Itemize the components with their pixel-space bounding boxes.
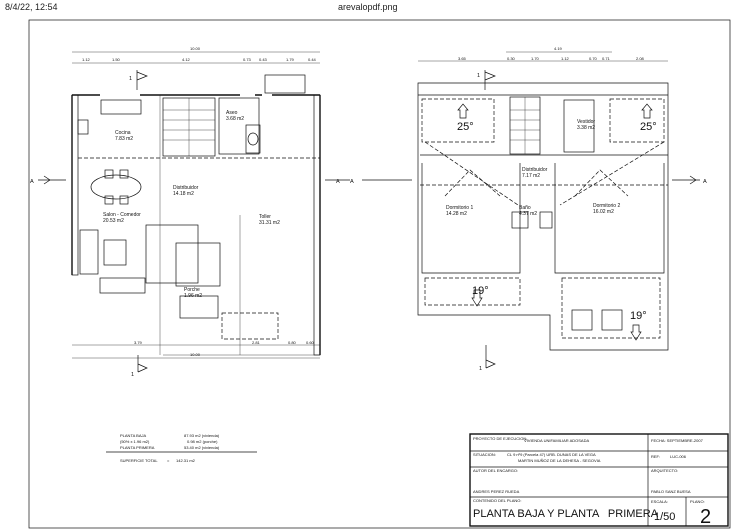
- dim-top-total: 10.00: [190, 46, 201, 51]
- room-name: Baño: [519, 205, 531, 211]
- roof-slope: 19°: [472, 285, 489, 297]
- dim: 2.81: [252, 340, 261, 345]
- dim-top-total: 4.19: [554, 46, 563, 51]
- section-mark: 1: [129, 76, 132, 82]
- room-area: 7.17 m2: [522, 173, 540, 179]
- dim-bottom-total: 10.00: [190, 352, 201, 357]
- room-name: Toller: [259, 214, 271, 220]
- dining-table: [90, 174, 142, 200]
- dim: 1.79: [286, 57, 295, 62]
- room-name: Distribuidor: [522, 167, 548, 173]
- roof-slope: 25°: [457, 121, 474, 133]
- situation-label: SITUACION:: [473, 452, 496, 457]
- area-value: 87.93 m2 (vivienda): [184, 433, 220, 438]
- total-label: SUPERFICIE TOTAL: [120, 458, 158, 463]
- dim: 0.44: [308, 57, 317, 62]
- area-label: PLANTA BAJA: [120, 433, 146, 438]
- roof-slope: 19°: [630, 310, 647, 322]
- room-name: Cocina: [115, 130, 131, 136]
- dim: 0.30: [507, 56, 516, 61]
- section-mark: A: [350, 179, 354, 185]
- area-label: PLANTA PRIMERA: [120, 445, 155, 450]
- area-value: 0.98 m2 (porche): [187, 439, 218, 444]
- scale-value: 1/50: [654, 511, 675, 523]
- room-area: 1.96 m2: [184, 293, 202, 299]
- architect-label: ARQUITECTO:: [651, 468, 678, 473]
- section-mark: A: [703, 179, 707, 185]
- title-block: PROYECTO DE EJECUCION: VIVIENDA UNIFAMIL…: [469, 433, 729, 528]
- room-area: 4.37 m2: [519, 211, 537, 217]
- dim: 0.71: [602, 56, 611, 61]
- area-value: 53.40 m2 (vivienda): [184, 445, 220, 450]
- dim: 1.70: [531, 56, 540, 61]
- section-mark: 1: [131, 372, 134, 378]
- room-name: Vestidor: [577, 119, 595, 125]
- dim: 1.12: [82, 57, 91, 62]
- sofa: [79, 229, 99, 275]
- dim: 0.43: [259, 57, 268, 62]
- architect-value: PABLO SANZ BUESA: [651, 489, 691, 494]
- roof-slope: 25°: [640, 121, 657, 133]
- project-label: PROYECTO DE EJECUCION:: [473, 436, 527, 441]
- total-eq: =: [167, 458, 170, 463]
- date: FECHA: SEPTIEMBRE-2007: [651, 438, 704, 443]
- situation-line2: MARTIN MUÑOZ DE LA DEHESA - SEGOVIA: [518, 458, 601, 463]
- sheet-label: PLANO:: [690, 499, 705, 504]
- situation-line1: CL 9 nº9 (Parcela 47) URB. DUNAS DE LA V…: [507, 452, 596, 457]
- room-name: Porche: [184, 287, 200, 293]
- ground-floor-plan: 10.00 1.12 1.50 4.12 0.73 0.43 1.79 0.44: [30, 46, 350, 378]
- dim: 4.12: [182, 57, 191, 62]
- room-area: 31.31 m2: [259, 220, 280, 226]
- room-area: 14.28 m2: [446, 211, 467, 217]
- area-summary: PLANTA BAJA 87.93 m2 (vivienda) (50% x 1…: [106, 433, 257, 463]
- content-value: PLANTA BAJA Y PLANTA PRIMERA: [473, 508, 659, 520]
- dim: 3.79: [134, 340, 143, 345]
- dim: 0.70: [589, 56, 598, 61]
- dim: 0.80: [288, 340, 297, 345]
- room-area: 14.18 m2: [173, 191, 194, 197]
- dim: 0.60: [306, 340, 315, 345]
- print-datetime: 8/4/22, 12:54: [5, 2, 58, 12]
- dim: 0.73: [243, 57, 252, 62]
- ref-label: REF:: [651, 454, 660, 459]
- dim: 3.65: [458, 56, 467, 61]
- ref-value: LUC-006: [670, 454, 687, 459]
- scale-label: ESCALA:: [651, 499, 668, 504]
- dim: 1.12: [561, 56, 570, 61]
- project-value: VIVIENDA UNIFAMILIAR ADOSADA: [524, 438, 589, 443]
- section-mark: A: [336, 179, 340, 185]
- room-area: 16.02 m2: [593, 209, 614, 215]
- room-area: 20.53 m2: [103, 218, 124, 224]
- section-mark: 1: [477, 73, 480, 79]
- room-area: 3.38 m2: [577, 125, 595, 131]
- section-mark: A: [30, 179, 34, 185]
- print-filename: arevalopdf.png: [338, 2, 398, 12]
- area-label: (50% x 1.96 m2): [120, 439, 150, 444]
- author-value: ANDRES PEREZ RUEDA: [473, 489, 520, 494]
- dim: 1.50: [112, 57, 121, 62]
- room-name: Aseo: [226, 110, 238, 116]
- first-floor-plan: 4.19 3.65 0.30 1.70 1.12 0.70 0.71 2.08 …: [350, 46, 707, 372]
- room-name: Dormitorio 1: [446, 205, 473, 211]
- content-label: CONTENIDO DEL PLANO:: [473, 498, 522, 503]
- room-area: 7.83 m2: [115, 136, 133, 142]
- dim: 2.08: [636, 56, 645, 61]
- sheet-frame: [28, 19, 731, 529]
- sheet-value: 2: [700, 506, 711, 528]
- section-mark: 1: [479, 366, 482, 372]
- room-name: Distribuidor: [173, 185, 199, 191]
- total-value: 142.31 m2: [176, 458, 196, 463]
- room-name: Salon - Comedor: [103, 212, 141, 218]
- room-name: Dormitorio 2: [593, 203, 620, 209]
- author-label: AUTOR DEL ENCARGO:: [473, 468, 518, 473]
- room-area: 3.68 m2: [226, 116, 244, 122]
